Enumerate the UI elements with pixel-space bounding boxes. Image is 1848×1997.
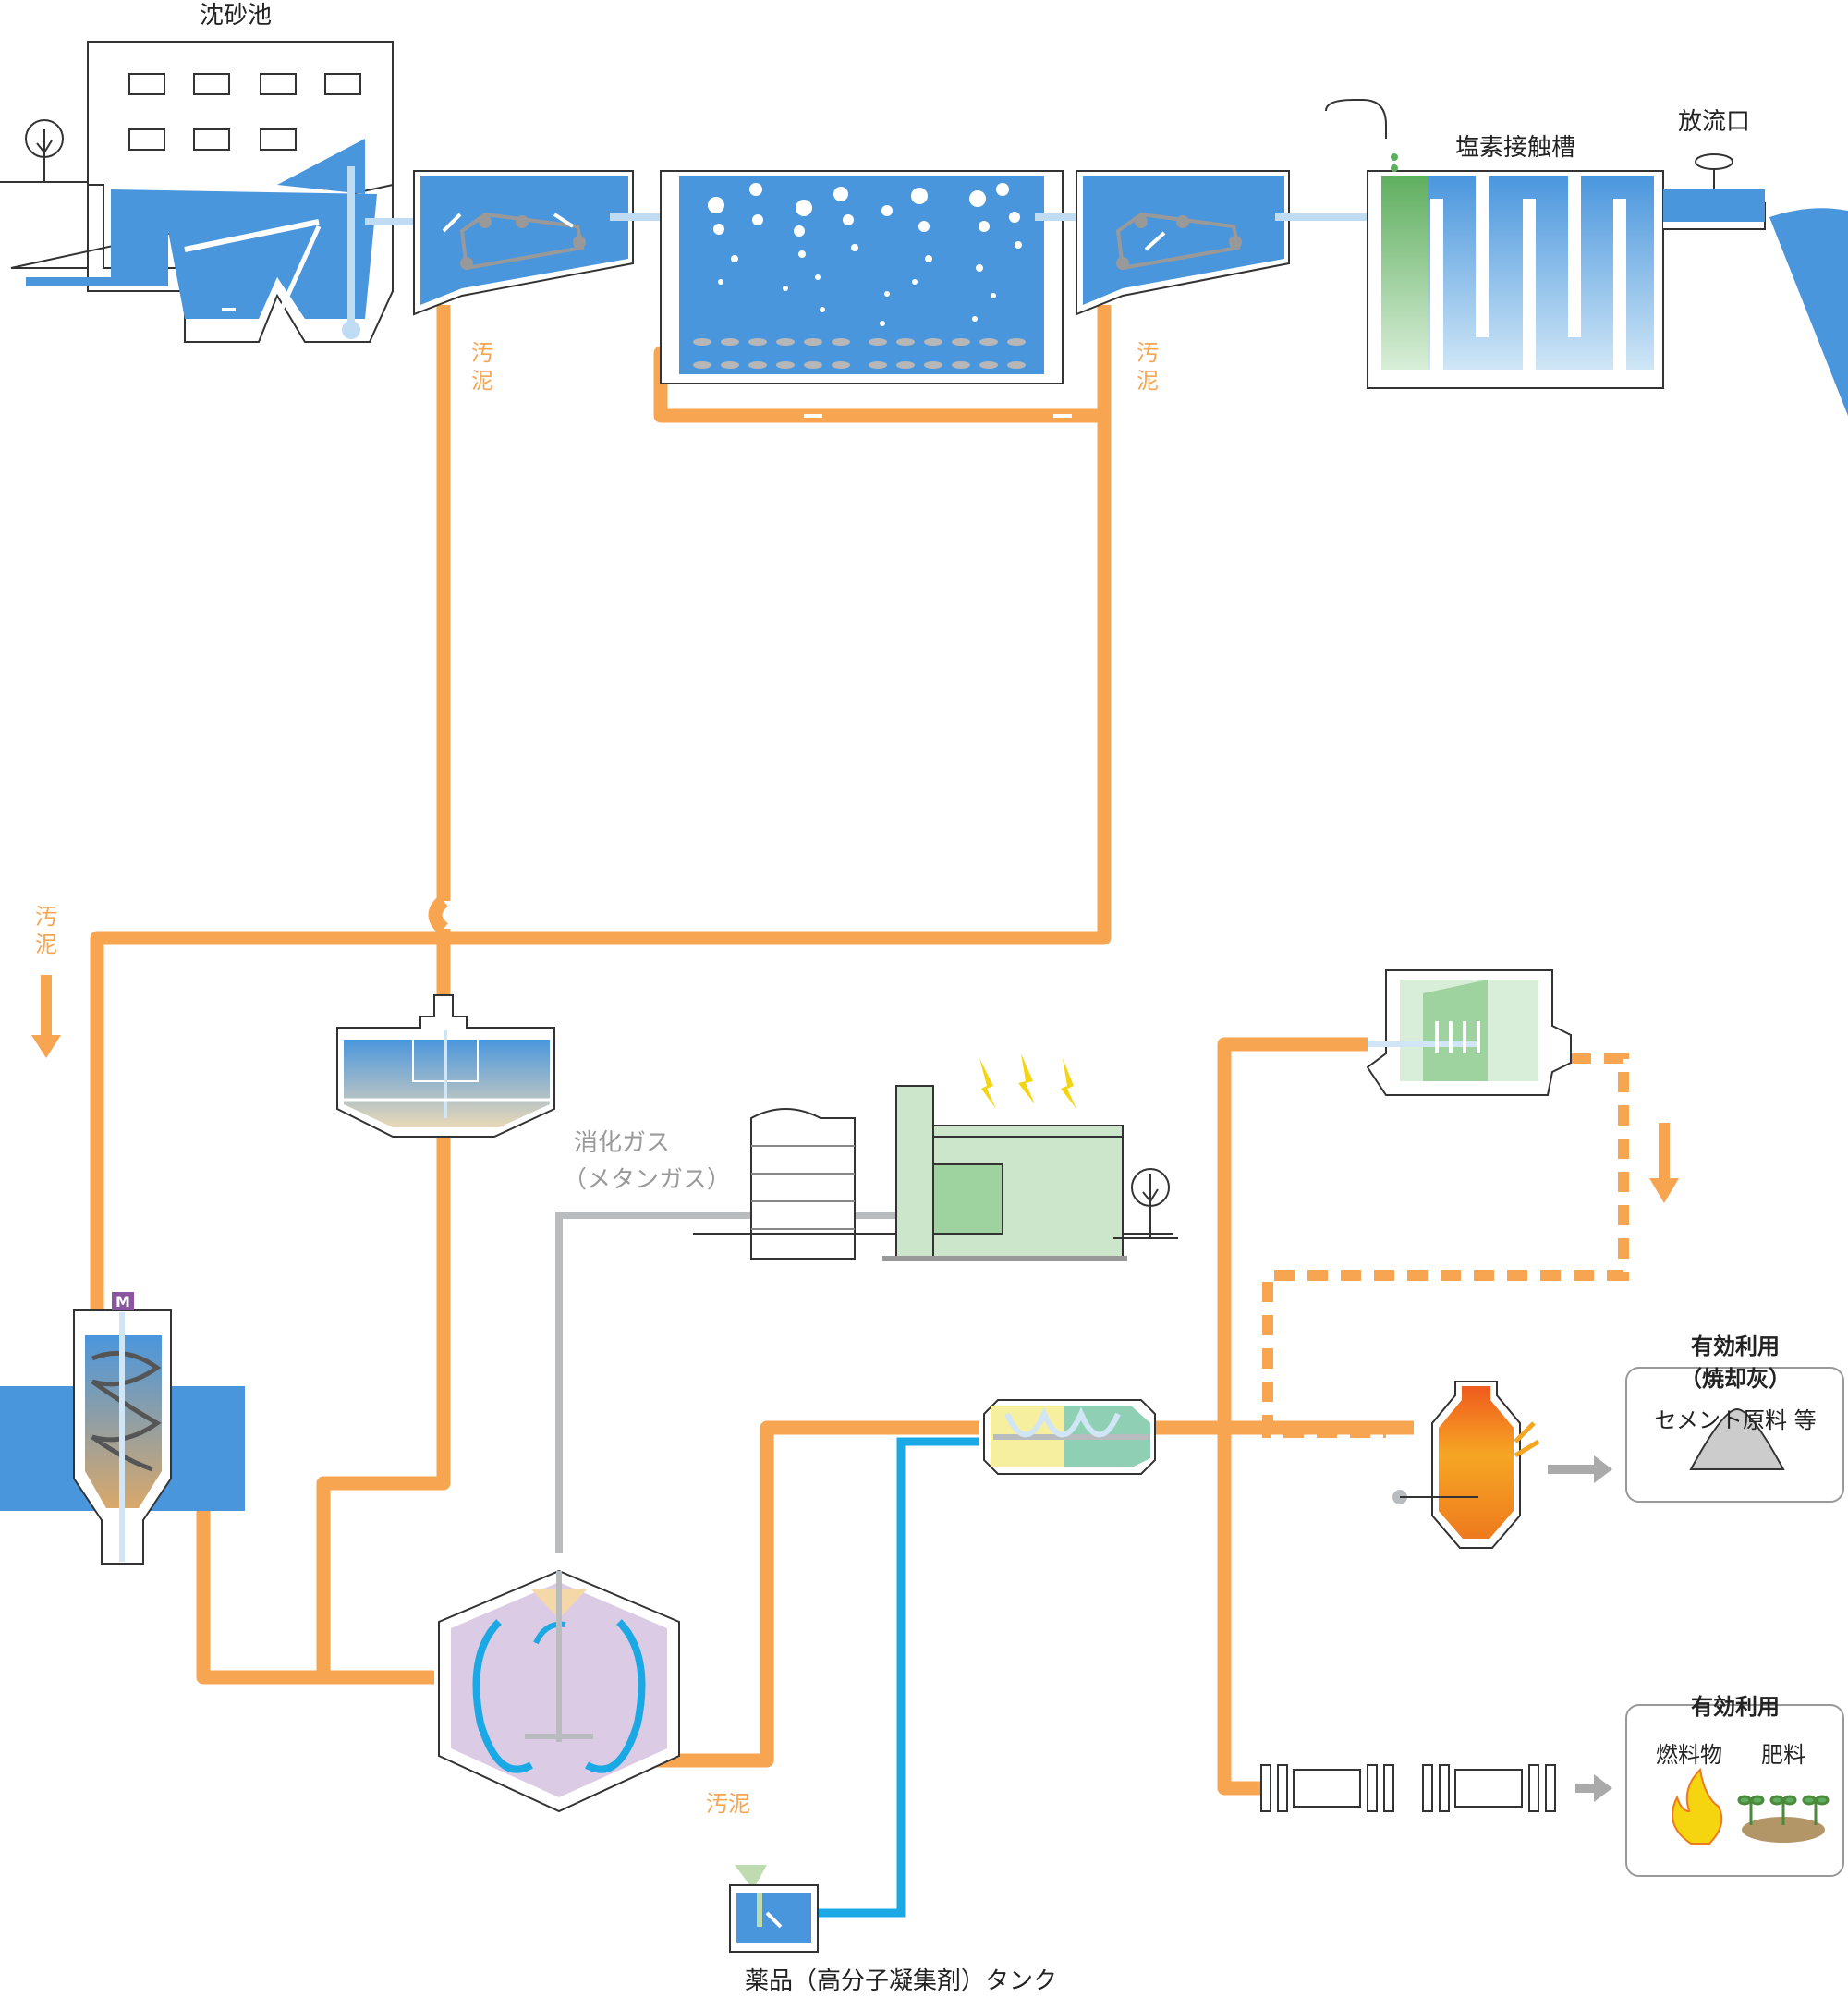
effective-use-label-2: 有効利用 bbox=[1691, 1694, 1780, 1720]
aeration-tank bbox=[660, 170, 1095, 384]
chemical-tank bbox=[729, 1865, 819, 1953]
chlorine-contact-tank bbox=[1325, 99, 1766, 389]
final-clarifier bbox=[1076, 170, 1381, 316]
motor-label: M bbox=[116, 1293, 130, 1310]
air-bubbles bbox=[708, 183, 1022, 326]
soil-icon bbox=[1742, 1817, 1825, 1843]
dewatering-machine bbox=[983, 1399, 1156, 1475]
sludge-label-final-2: 泥 bbox=[1137, 368, 1159, 394]
digester bbox=[438, 1569, 680, 1813]
fuel-fertilizer-box bbox=[1625, 1704, 1844, 1877]
diffusers bbox=[693, 338, 1026, 369]
fertilizer-label: 肥料 bbox=[1761, 1742, 1805, 1768]
fuel-label: 燃料物 bbox=[1656, 1742, 1722, 1768]
incinerator bbox=[1392, 1381, 1612, 1549]
sludge-down-arrow-left bbox=[31, 975, 61, 1058]
sludge-down-arrow-right bbox=[1649, 1123, 1679, 1203]
cement-material-label: セメント原料 等 bbox=[1654, 1407, 1816, 1433]
gravity-thickener bbox=[336, 994, 555, 1138]
dryer-unit bbox=[1366, 969, 1572, 1096]
sludge-label-final-1: 汚 bbox=[1137, 340, 1159, 366]
generator bbox=[882, 1053, 1178, 1261]
grit-chamber-label: 沈砂池 bbox=[200, 2, 272, 30]
arrow-to-ash-use bbox=[1548, 1455, 1612, 1483]
screw-thickener: M bbox=[0, 1292, 245, 1565]
methane-gas-label: （メタンガス） bbox=[563, 1166, 731, 1194]
sludge-dashed-path bbox=[1262, 1053, 1629, 1438]
flame-icon bbox=[1672, 1767, 1723, 1845]
chemical-pipe bbox=[813, 1437, 979, 1918]
sludge-label-left-1: 汚 bbox=[35, 904, 57, 930]
digestion-gas-label: 消化ガス bbox=[574, 1129, 670, 1157]
arrow-to-fuel-use bbox=[1575, 1774, 1612, 1802]
sludge-pipes bbox=[90, 305, 1414, 1796]
sludge-label-primary-2: 泥 bbox=[471, 368, 493, 394]
sprout-icon bbox=[1737, 1795, 1830, 1825]
grit-chamber bbox=[10, 41, 425, 343]
sludge-label-primary-1: 汚 bbox=[471, 340, 493, 366]
outfall-label: 放流口 bbox=[1678, 108, 1750, 136]
effective-use-label-1: 有効利用 bbox=[1691, 1333, 1780, 1359]
ash-use-box bbox=[1625, 1367, 1844, 1503]
chlorine-tank-label: 塩素接触槽 bbox=[1455, 134, 1575, 162]
river bbox=[1769, 208, 1848, 416]
incineration-ash-label: （焼却灰） bbox=[1680, 1366, 1791, 1392]
sludge-label-left-2: 泥 bbox=[35, 932, 57, 957]
chemical-tank-label: 薬品（高分子凝集剤）タンク bbox=[745, 1967, 1057, 1995]
sludge-label-digester: 汚泥 bbox=[706, 1791, 750, 1817]
drying-kiln bbox=[1260, 1764, 1556, 1812]
gas-pipe bbox=[555, 1212, 901, 1553]
primary-clarifier bbox=[413, 170, 665, 316]
electricity-icon bbox=[979, 1053, 1076, 1109]
